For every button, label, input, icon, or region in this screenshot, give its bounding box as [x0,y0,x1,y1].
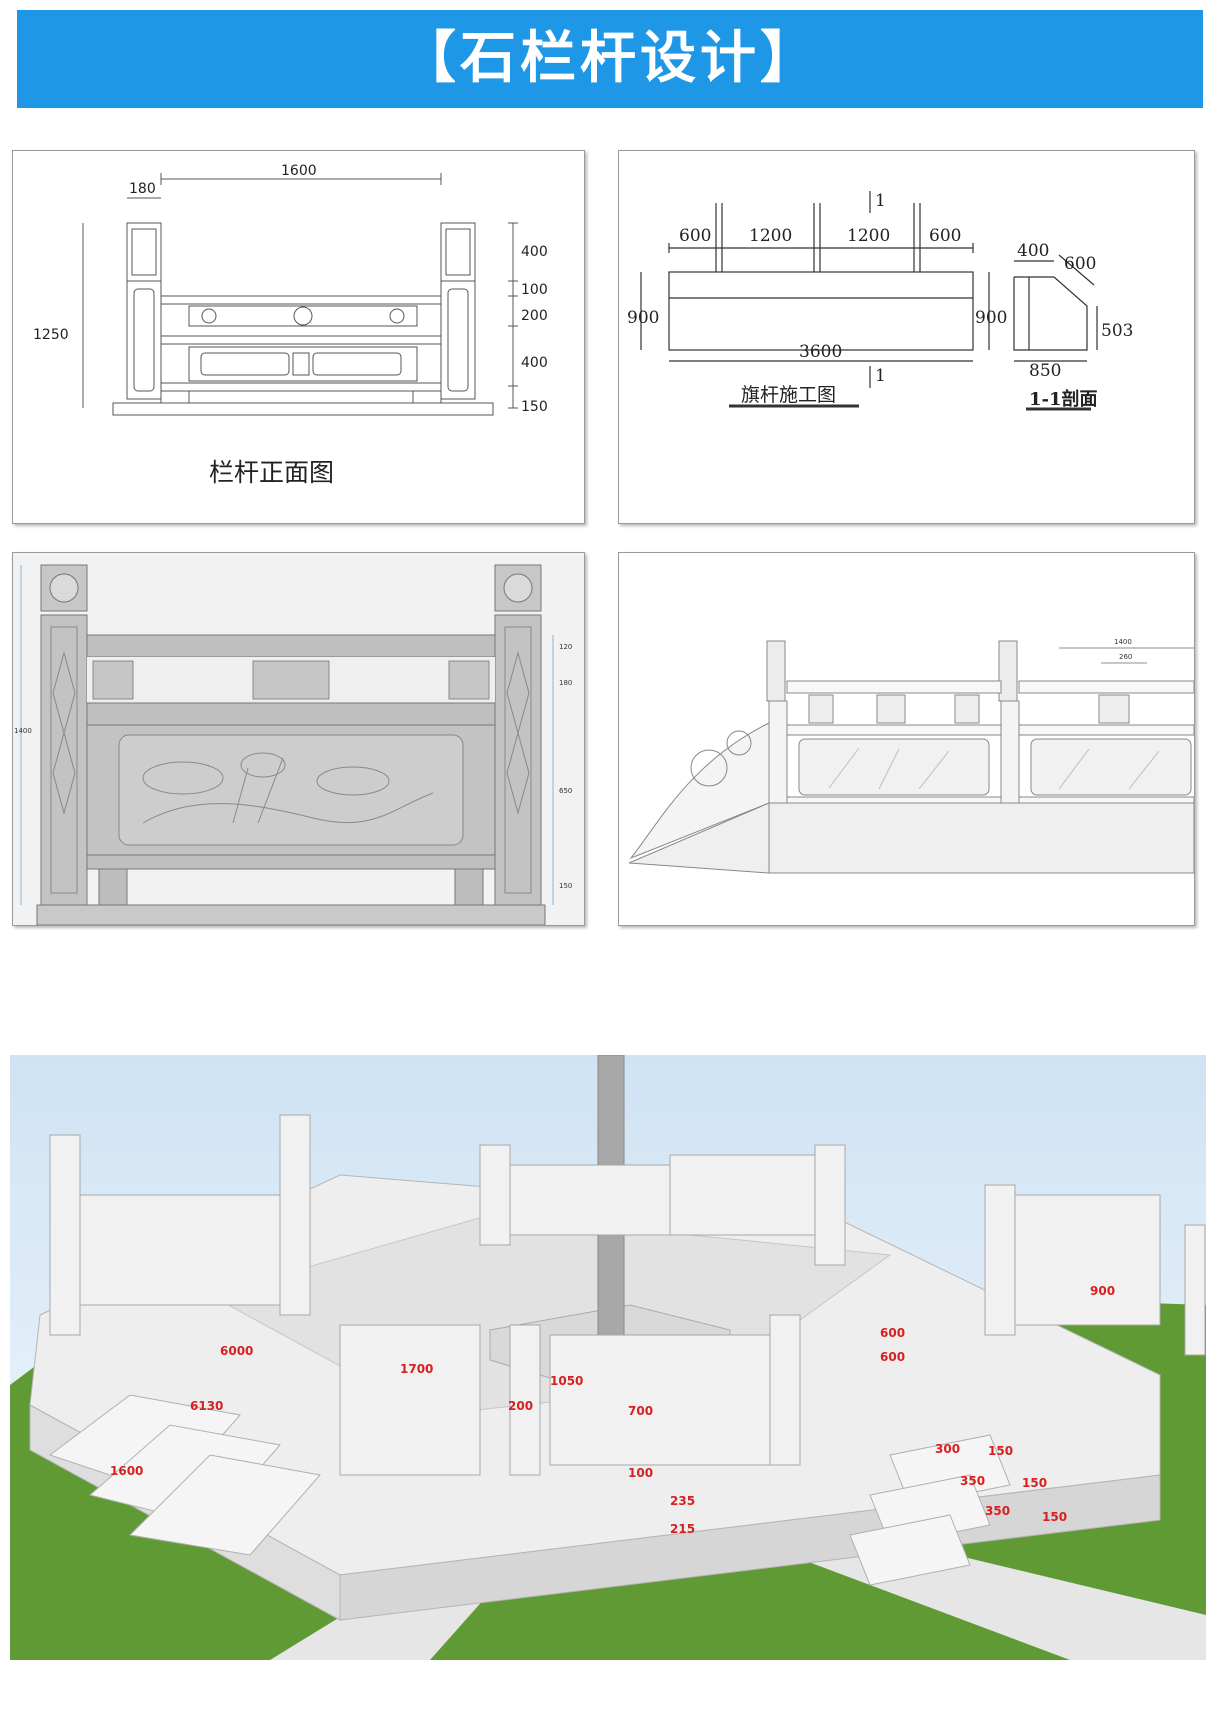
label-235: 235 [670,1494,695,1508]
label-600-a: 600 [880,1326,905,1340]
dim-120: 120 [559,643,572,651]
dim-180: 180 [129,181,156,197]
platform-3d-render: 6000 6130 1600 1700 1050 700 200 100 235… [10,1055,1206,1660]
dim-260: 260 [1119,653,1132,661]
dim-900-left: 900 [627,308,659,328]
label-200: 200 [508,1399,533,1413]
label-150-c: 150 [1042,1510,1067,1524]
caption-front-elevation: 栏杆正面图 [209,458,334,487]
dim-150: 150 [521,399,548,415]
section-mark-top: 1 [875,191,886,211]
railing-front-elevation-panel: 1600 180 1250 400 100 200 400 150 栏杆正面图 [12,150,585,524]
dim-200: 200 [521,308,548,324]
label-215: 215 [670,1522,695,1536]
label-1050: 1050 [550,1374,583,1388]
label-700: 700 [628,1404,653,1418]
section-dim-600: 600 [1064,254,1096,274]
caption-section-1-1: 1-1剖面 [1029,388,1098,410]
label-600-b: 600 [880,1350,905,1364]
dim-3600: 3600 [799,342,842,362]
dim-1200-right: 1200 [847,226,890,246]
dim-1250: 1250 [33,327,69,343]
label-900: 900 [1090,1284,1115,1298]
section-dim-503: 503 [1101,321,1133,341]
platform-3d-drawing: 6000 6130 1600 1700 1050 700 200 100 235… [10,1055,1206,1660]
label-1700: 1700 [400,1362,433,1376]
dim-1200-left: 1200 [749,226,792,246]
dim-1600: 1600 [281,163,317,179]
stair-railing-drawing: 1400 260 [628,638,1194,874]
label-350-b: 350 [985,1504,1010,1518]
caption-flagpole: 旗杆施工图 [741,384,836,406]
dim-1400: 1400 [1114,638,1132,646]
carved-railing-drawing: 120 180 650 150 1400 [13,553,584,925]
label-300: 300 [935,1442,960,1456]
label-6130: 6130 [190,1399,223,1413]
dim-400-mid: 400 [521,355,548,371]
title-banner: 【石栏杆设计】 [17,10,1203,108]
flagpole-drawing-panel: 600 1200 1200 600 1 1 900 900 3600 旗杆施工图… [618,150,1195,524]
banner-title: 【石栏杆设计】 [400,26,820,91]
dim-400-top: 400 [521,244,548,260]
section-dim-850: 850 [1029,361,1061,381]
carved-railing-panel: 120 180 650 150 1400 [12,552,585,926]
dim-100: 100 [521,282,548,298]
dim-900-right: 900 [975,308,1007,328]
dim-150: 150 [559,882,572,890]
section-mark-bottom: 1 [875,366,886,386]
dim-600-left: 600 [679,226,711,246]
railing-front-elevation-drawing: 1600 180 1250 400 100 200 400 150 栏杆正面图 [33,163,548,487]
label-350-a: 350 [960,1474,985,1488]
label-150-a: 150 [988,1444,1013,1458]
dim-600-right: 600 [929,226,961,246]
label-150-b: 150 [1022,1476,1047,1490]
dim-1400: 1400 [14,727,32,735]
stair-railing-panel: 1400 260 [618,552,1195,926]
dim-180: 180 [559,679,572,687]
label-6000: 6000 [220,1344,253,1358]
label-100: 100 [628,1466,653,1480]
dim-650: 650 [559,787,572,795]
section-dim-400: 400 [1017,241,1049,261]
label-1600: 1600 [110,1464,143,1478]
flagpole-construction-drawing: 600 1200 1200 600 1 1 900 900 3600 旗杆施工图… [627,191,1133,411]
